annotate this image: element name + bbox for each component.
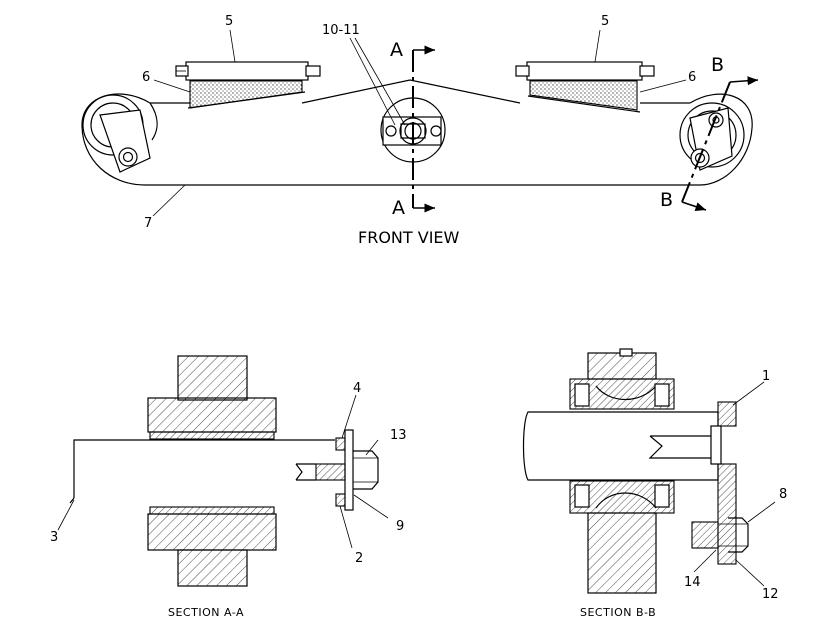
section-a-bottom-mark: A bbox=[392, 197, 405, 219]
front-leader-lines bbox=[152, 29, 687, 217]
section-aa-caption: SECTION A-A bbox=[168, 606, 244, 619]
section-a-top-mark: A bbox=[390, 39, 403, 61]
callout-item-6-right: 6 bbox=[688, 70, 696, 85]
front-view: A A B B 5 5 6 6 7 10-11 FRONT VIEW bbox=[81, 14, 759, 247]
callout-item-2: 2 bbox=[355, 551, 363, 566]
callout-item-5-left: 5 bbox=[225, 14, 233, 29]
right-roller bbox=[679, 102, 745, 171]
callout-item-6-left: 6 bbox=[142, 70, 150, 85]
callout-item-13: 13 bbox=[390, 428, 407, 443]
right-wear-pad bbox=[515, 61, 655, 113]
callout-item-4: 4 bbox=[353, 381, 361, 396]
callout-item-10-11: 10-11 bbox=[322, 23, 360, 38]
section-b-b: 1 8 12 14 SECTION B-B bbox=[522, 348, 787, 619]
callout-item-12: 12 bbox=[762, 587, 779, 602]
left-roller bbox=[82, 94, 151, 173]
left-wear-pad bbox=[175, 61, 321, 109]
callout-item-8: 8 bbox=[779, 487, 787, 502]
callout-item-7: 7 bbox=[144, 216, 152, 231]
section-line-b bbox=[681, 76, 759, 211]
section-bb-caption: SECTION B-B bbox=[580, 606, 656, 619]
callout-item-14: 14 bbox=[684, 575, 701, 590]
section-b-bottom-mark: B bbox=[660, 189, 673, 211]
callout-item-9: 9 bbox=[396, 519, 404, 534]
frame-body bbox=[81, 79, 753, 186]
callout-item-5-right: 5 bbox=[601, 14, 609, 29]
section-line-a bbox=[412, 45, 435, 213]
section-a-a: 4 13 9 2 3 SECTION A-A bbox=[50, 355, 407, 619]
callout-item-3: 3 bbox=[50, 530, 58, 545]
front-view-caption: FRONT VIEW bbox=[358, 228, 460, 247]
callout-item-1: 1 bbox=[762, 369, 770, 384]
section-b-top-mark: B bbox=[711, 54, 724, 76]
